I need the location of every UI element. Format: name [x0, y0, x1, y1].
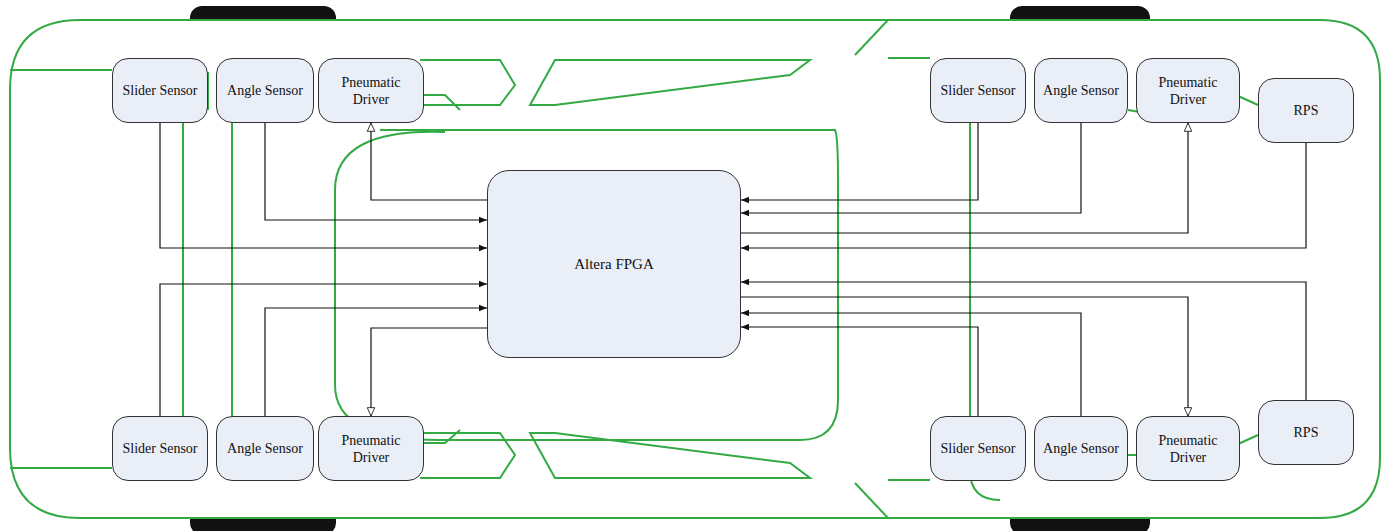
fpga-box: Altera FPGA [487, 170, 741, 358]
module-box: Angle Sensor [216, 58, 314, 123]
node-label: Angle Sensor [223, 82, 307, 99]
node-label: Pneumatic Driver [319, 74, 423, 108]
signal-connector [371, 328, 487, 416]
signal-connector [741, 123, 1188, 233]
node-label: RPS [1290, 102, 1323, 119]
node-label: Pneumatic Driver [1137, 74, 1239, 108]
module-box: RPS [1258, 78, 1354, 143]
hood-line [183, 72, 208, 416]
body-line [10, 70, 112, 468]
module-box: Pneumatic Driver [1136, 416, 1240, 481]
body-line [1128, 95, 1258, 455]
signal-connector [741, 123, 1081, 213]
module-box: Pneumatic Driver [1136, 58, 1240, 123]
node-label: Altera FPGA [570, 256, 658, 273]
node-label: Slider Sensor [118, 440, 201, 457]
node-label: Angle Sensor [1039, 82, 1123, 99]
module-box: RPS [1258, 400, 1354, 465]
module-box: Slider Sensor [112, 416, 208, 481]
signal-connector [371, 123, 487, 200]
module-box: Angle Sensor [1034, 416, 1128, 481]
signal-connector [741, 327, 978, 416]
window [530, 60, 810, 105]
window [420, 60, 515, 105]
node-label: Angle Sensor [223, 440, 307, 457]
node-label: Angle Sensor [1039, 440, 1123, 457]
signal-connector [741, 123, 978, 200]
fender-line [420, 95, 460, 443]
signal-connector [741, 282, 1306, 400]
car-body [10, 20, 1380, 518]
node-label: Slider Sensor [936, 82, 1019, 99]
signal-connector [741, 313, 1081, 416]
node-label: Pneumatic Driver [1137, 432, 1239, 466]
module-box: Angle Sensor [216, 416, 314, 481]
pillar [800, 20, 888, 518]
signal-connector [265, 308, 487, 416]
node-label: Slider Sensor [936, 440, 1019, 457]
signal-connector [265, 123, 487, 220]
module-box: Slider Sensor [930, 416, 1026, 481]
module-box: Pneumatic Driver [318, 58, 424, 123]
cabin-outline [440, 130, 838, 440]
signal-connector [160, 123, 487, 248]
cabin-outline [335, 130, 445, 440]
door-line [888, 58, 930, 480]
window [420, 433, 515, 478]
node-label: RPS [1290, 424, 1323, 441]
node-label: Slider Sensor [118, 82, 201, 99]
window [530, 433, 810, 478]
module-box: Slider Sensor [930, 58, 1026, 123]
signal-connector [741, 143, 1306, 248]
module-box: Angle Sensor [1034, 58, 1128, 123]
module-box: Slider Sensor [112, 58, 208, 123]
node-label: Pneumatic Driver [319, 432, 423, 466]
module-box: Pneumatic Driver [318, 416, 424, 481]
signal-connector [160, 284, 487, 416]
signal-connector [741, 297, 1188, 416]
